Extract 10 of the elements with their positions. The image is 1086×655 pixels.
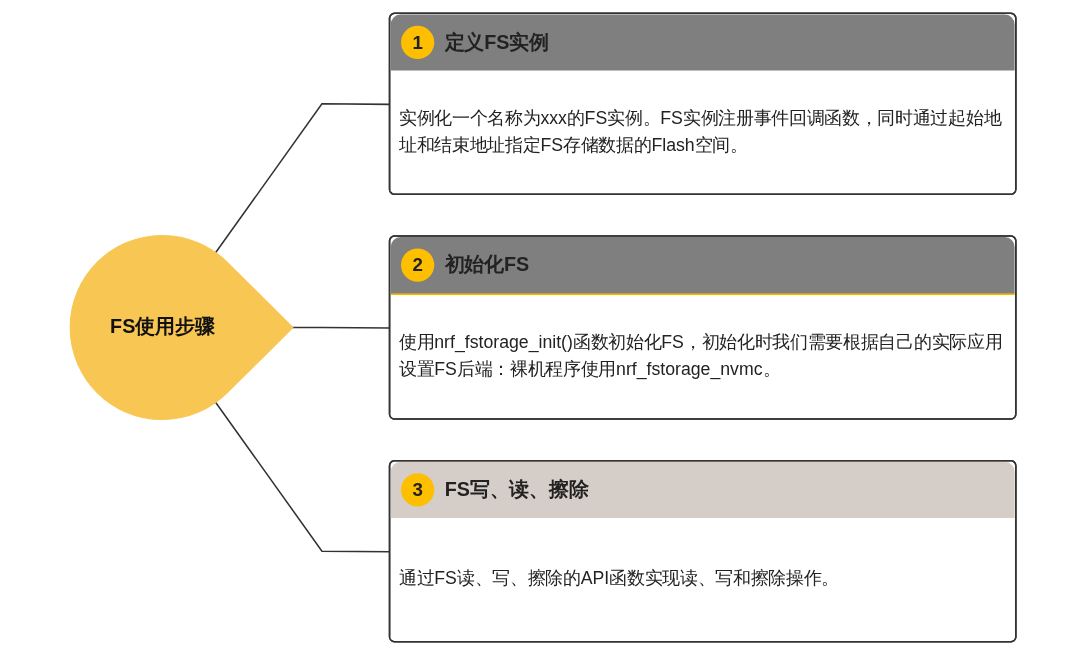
step-title: 定义FS实例: [444, 29, 549, 55]
step-number: 3: [401, 473, 435, 507]
step-description: 使用nrf_fstorage_init()函数初始化FS，初始化时我们需要根据自己的实际应用设置FS后端：裸机程序使用nrf_fstorage_nvmc。: [398, 331, 1004, 382]
step-title: FS写、读、擦除: [444, 477, 589, 502]
step-number: 1: [401, 25, 435, 60]
hub-title: FS使用步骤: [109, 314, 216, 340]
step-title: 初始化FS: [444, 252, 530, 278]
step-number: 2: [401, 248, 435, 282]
step-description: 实例化一个名称为xxx的FS实例。FS实例注册事件回调函数，同时通过起始地址和结束地址指定FS存储数据的Flash空间。: [398, 106, 1003, 157]
step-description: 通过FS读、写、擦除的API函数实现读、写和擦除操作。: [398, 567, 840, 591]
